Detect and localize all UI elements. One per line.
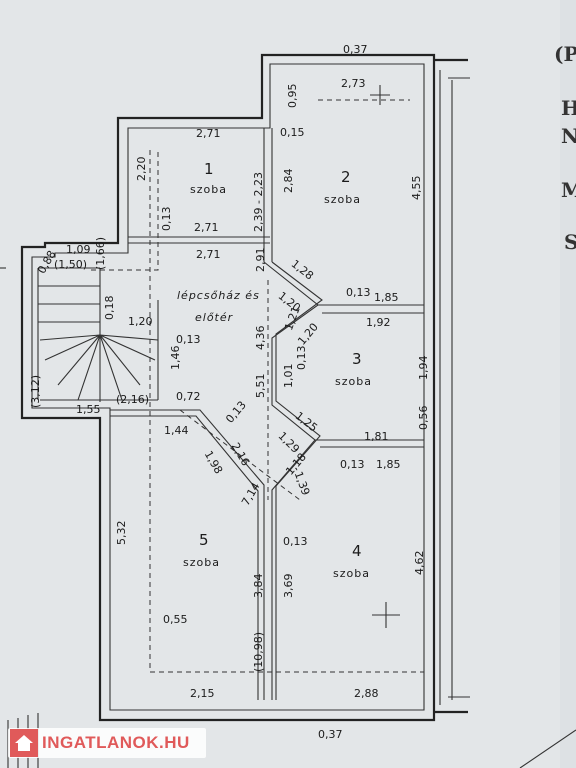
side-text-p: (P — [554, 42, 576, 66]
dim-room2-455: 4,55 — [410, 175, 423, 201]
side-text-m: M — [561, 178, 576, 202]
dim-room4-013: 0,13 — [283, 535, 308, 548]
dim-hall-155: 1,55 — [76, 403, 101, 416]
dim-room2-top: 2,73 — [341, 77, 366, 90]
dim-bottom: 0,37 — [318, 728, 343, 741]
dim-hall-166: (1,66) — [94, 236, 107, 270]
dashed-ceiling-lines — [90, 99, 424, 673]
dim-room3-194: 1,94 — [417, 355, 430, 381]
spiral-staircase — [37, 267, 159, 402]
dim-room4-462: 4,62 — [413, 550, 426, 576]
watermark-logo: INGATLANOK.HU — [8, 728, 206, 758]
room-2-number: 2 — [341, 168, 351, 186]
room-3-number: 3 — [352, 350, 362, 368]
dim-room3-101: 1,01 — [282, 363, 295, 389]
dim-hall-436: 4,36 — [254, 325, 267, 351]
dim-hall-216: (2,16) — [116, 393, 150, 406]
dim-hall-312: (3,12) — [29, 374, 42, 408]
dim-room2-284: 2,84 — [282, 168, 295, 194]
interior-walls — [110, 128, 424, 700]
room-4-number: 4 — [352, 542, 362, 560]
dim-room3-181: 1,81 — [364, 430, 389, 443]
dim-room3-056: 0,56 — [417, 405, 430, 431]
dim-room5-1098: (10,98) — [252, 631, 265, 672]
dim-hall-018: 0,18 — [103, 295, 116, 321]
dim-door-144: 1,44 — [164, 424, 189, 437]
dim-room1-220: 2,20 — [135, 156, 148, 182]
dim-room1-013: 0,13 — [160, 206, 173, 232]
dim-room3-185: 1,85 — [374, 291, 399, 304]
dim-hall-109: 1,09 — [66, 243, 91, 256]
dim-hall-150: (1,50) — [54, 258, 88, 271]
dim-room4-bottom: 2,88 — [354, 687, 379, 700]
cross-marks — [370, 85, 400, 628]
dim-room5-055: 0,55 — [163, 613, 188, 626]
stairwell-label-line2: előtér — [195, 311, 234, 324]
outer-walls — [20, 53, 470, 722]
dim-hall-072: 0,72 — [176, 390, 201, 403]
dim-hall-291: 2,91 — [254, 247, 267, 273]
dim-room2-095: 0,95 — [286, 83, 299, 109]
paper-sheet — [0, 0, 560, 768]
room-1-label: szoba — [190, 183, 227, 196]
dim-hall-120: 1,20 — [128, 315, 153, 328]
dim-room3-013b: 0,13 — [295, 345, 308, 371]
dim-door-013: 0,13 — [340, 458, 365, 471]
dim-hall-146: 1,46 — [169, 345, 182, 371]
dim-room5-bottom: 2,15 — [190, 687, 215, 700]
dim-room5-384: 3,84 — [252, 573, 265, 599]
dim-top: 0,37 — [343, 43, 368, 56]
stairwell-label-line1: lépcsőház és — [177, 289, 260, 302]
house-icon — [10, 729, 38, 757]
dim-door-185: 1,85 — [376, 458, 401, 471]
dim-room1-bottom: 2,71 — [194, 221, 219, 234]
room-1-number: 1 — [204, 160, 214, 178]
room-4-label: szoba — [333, 567, 370, 580]
side-text-s: S — [564, 230, 576, 254]
corner-line — [519, 729, 576, 768]
dim-hall-top: 2,71 — [196, 248, 221, 261]
dim-room3-013: 0,13 — [346, 286, 371, 299]
dim-room1-diag: 2,39 - 2,23 — [252, 172, 265, 232]
dim-room1-top: 2,71 — [196, 127, 221, 140]
dim-room4-369: 3,69 — [282, 573, 295, 599]
dim-hall-013: 0,13 — [176, 333, 201, 346]
room-5-label: szoba — [183, 556, 220, 569]
room-3-label: szoba — [335, 375, 372, 388]
dim-room5-532: 5,32 — [115, 520, 128, 546]
dim-room3-192: 1,92 — [366, 316, 391, 329]
watermark-text: INGATLANOK.HU — [42, 733, 190, 752]
room-5-number: 5 — [199, 531, 209, 549]
side-text-n: N — [561, 124, 576, 148]
dim-hall-551: 5,51 — [254, 373, 267, 399]
side-text-h: H — [561, 96, 576, 120]
dim-room2-015: 0,15 — [280, 126, 305, 139]
room-2-label: szoba — [324, 193, 361, 206]
